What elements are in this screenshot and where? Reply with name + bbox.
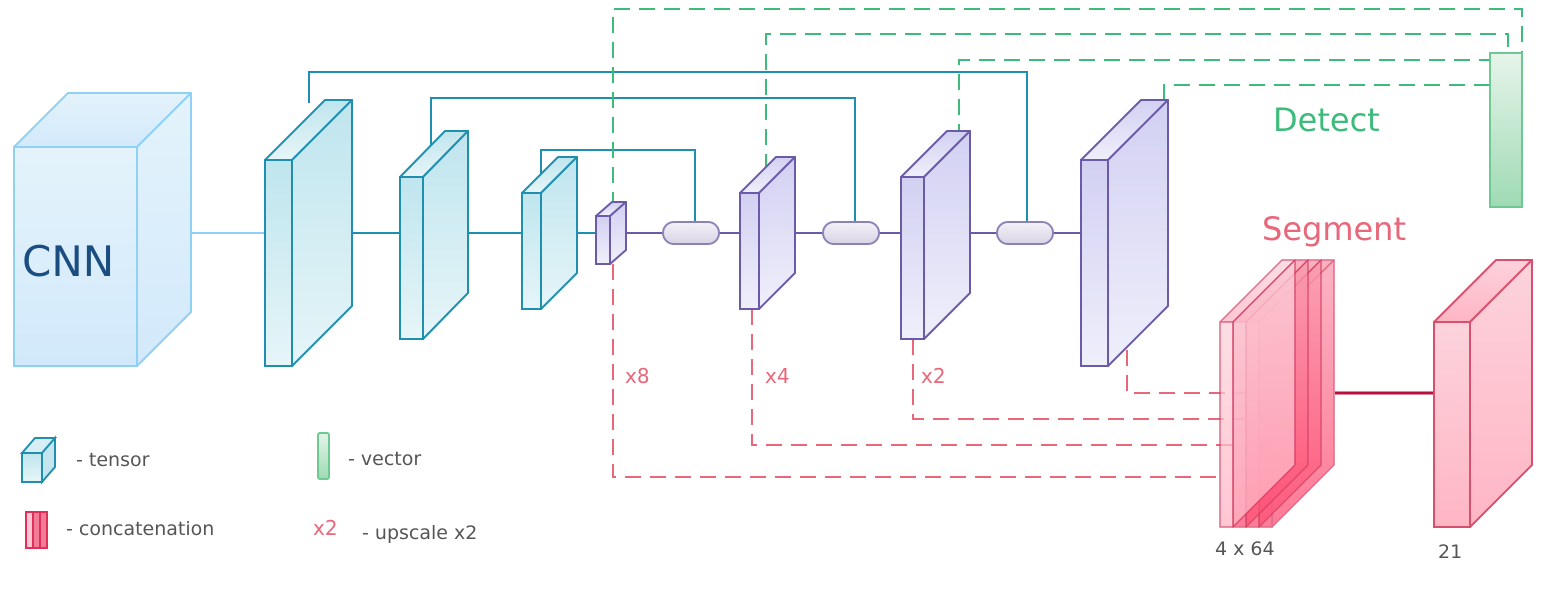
concat-layer-1-front: [1219, 321, 1234, 528]
detect-connection: [1163, 84, 1490, 100]
skip-connection: [430, 97, 856, 222]
connections: [191, 8, 1523, 478]
encoder-block-1-front: [264, 159, 293, 367]
output-size-label: 21: [1438, 541, 1462, 563]
bottleneck-block: [595, 201, 627, 265]
merge-node: [996, 221, 1054, 245]
encoder-block-2: [399, 130, 469, 340]
decoder-block-1: [739, 156, 796, 310]
encoder-block-3: [521, 156, 578, 310]
merge-node: [662, 221, 720, 245]
upscale-label-x2: x2: [921, 364, 946, 388]
concatenation-legend-icon: [25, 511, 48, 549]
cnn-block: [13, 92, 192, 367]
cnn-block-front: [13, 146, 138, 367]
upscale-connection: [751, 309, 1232, 446]
legend-concatenation-text: - concatenation: [66, 518, 214, 540]
upscale-connection: [912, 339, 1245, 420]
merge-node: [822, 221, 880, 245]
blocks: [13, 52, 1533, 528]
legend-tensor-text: - tensor: [76, 449, 150, 471]
cnn-label: CNN: [22, 237, 114, 286]
decoder-block-3-front: [1080, 159, 1109, 367]
detect-connection: [958, 59, 1490, 140]
decoder-block-2-front: [900, 176, 925, 340]
concat-layer-1: [1219, 259, 1296, 528]
encoder-block-1: [264, 99, 353, 367]
segment-output-block-front: [1433, 321, 1471, 528]
decoder-block-1-front: [739, 192, 760, 310]
vector-legend-icon: [317, 432, 330, 480]
detect-vector: [1489, 52, 1523, 208]
legend: - tensor - vector - concatenation x2 - u…: [19, 432, 477, 549]
detect-label: Detect: [1273, 101, 1380, 139]
segment-output-block: [1433, 259, 1533, 528]
tensor-legend-icon: [19, 435, 58, 485]
legend-upscale-symbol: x2: [313, 516, 338, 540]
upscale-connection: [612, 264, 1222, 478]
detect-connection: [612, 8, 1523, 208]
encoder-block-3-front: [521, 192, 542, 310]
skip-connection: [540, 149, 696, 222]
upscale-label-x4: x4: [765, 364, 790, 388]
concat-size-label: 4 x 64: [1215, 538, 1275, 560]
decoder-block-3: [1080, 99, 1169, 367]
skip-connection: [308, 71, 1028, 222]
segment-label: Segment: [1262, 210, 1406, 248]
upscale-label-x8: x8: [625, 364, 650, 388]
legend-upscale-text: - upscale x2: [362, 522, 477, 544]
upscale-connection: [1126, 350, 1258, 394]
bottleneck-block-front: [595, 215, 611, 265]
decoder-block-2: [900, 130, 971, 340]
encoder-block-2-front: [399, 176, 424, 340]
detect-connection: [765, 33, 1509, 170]
legend-vector-text: - vector: [348, 448, 421, 470]
